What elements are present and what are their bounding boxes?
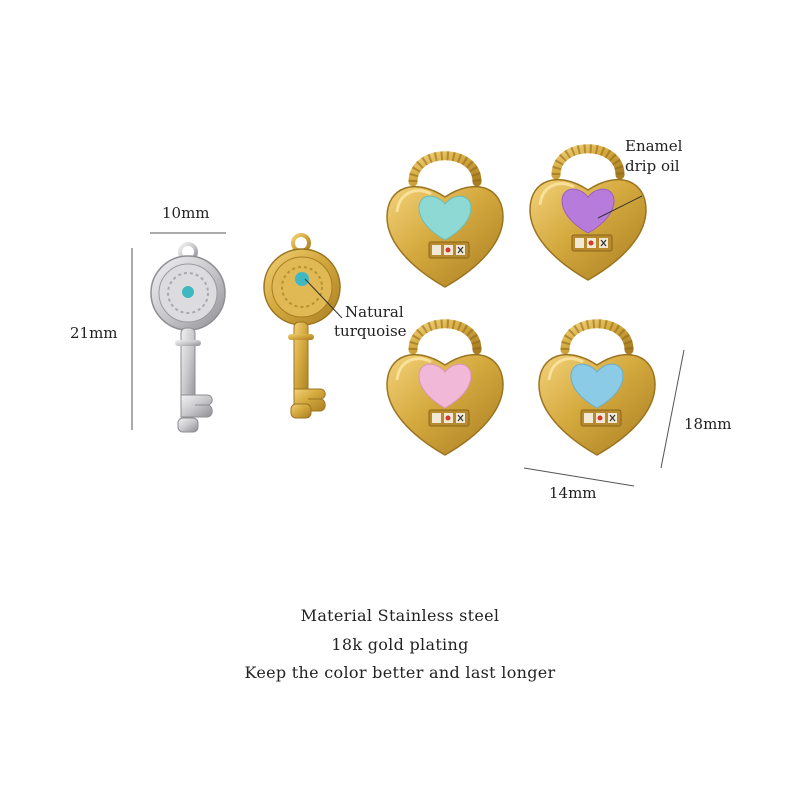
enamel-annotation-line1: Enamel [625,137,683,155]
enamel-leader-line [597,195,643,219]
caption-plating: 18k gold plating [331,635,469,654]
turquoise-leader-line [304,278,343,319]
turquoise-stone [182,286,194,298]
lock-width-line [523,467,635,487]
lock-width-label: 14mm [549,484,597,502]
gold-key-charm [263,233,341,419]
key-width-label: 10mm [162,204,210,222]
lock-charm-pink [387,324,503,455]
key-height-label: 21mm [70,324,118,342]
lock-height-line [660,349,685,469]
caption-durability: Keep the color better and last longer [244,663,556,682]
lock-charm-blue [539,324,655,455]
lock-charm-mint [387,156,503,287]
turquoise-stone [295,272,309,286]
lock-height-label: 18mm [684,415,732,433]
lock-charm-purple [530,149,646,280]
turquoise-annotation-line2: turquoise [334,322,407,340]
turquoise-annotation-line1: Natural [345,303,404,321]
caption-material: Material Stainless steel [300,606,500,625]
silver-key-charm [150,242,226,433]
enamel-annotation-line2: drip oil [625,157,680,175]
